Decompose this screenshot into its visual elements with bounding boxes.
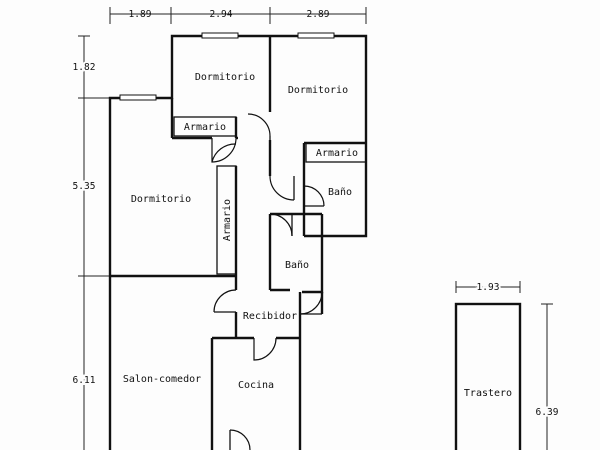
label-recibidor: Recibidor: [243, 311, 297, 322]
dormitorio-top-room: [170, 98, 238, 163]
dim-left-3: 6.11: [73, 375, 96, 386]
room-labels: Dormitorio Dormitorio Armario Armario Ba…: [123, 72, 512, 399]
dim-left-1: 1.82: [73, 62, 96, 73]
dim-trastero-height: 6.39: [536, 407, 559, 418]
dim-top-1: 1.89: [129, 9, 152, 20]
trastero-room: 1.93 6.39: [454, 280, 561, 450]
label-bano-upper: Baño: [328, 187, 352, 198]
door-dormitorio-right: [269, 175, 295, 201]
dim-trastero-width: 1.93: [477, 282, 500, 293]
armario-right-box: [305, 142, 367, 163]
label-dormitorio-right: Dormitorio: [288, 85, 348, 96]
label-dormitorio-left: Dormitorio: [131, 194, 191, 205]
window-dormitorio-left: [119, 94, 157, 101]
label-armario-vertical: Armario: [222, 199, 233, 241]
bano-upper-room: [302, 162, 325, 238]
door-dormitorio-top: [211, 137, 237, 163]
dormitorio-left-room: [110, 143, 238, 278]
windows: [119, 32, 335, 101]
label-trastero: Trastero: [464, 388, 512, 399]
label-cocina: Cocina: [238, 380, 274, 391]
window-dormitorio-right: [297, 32, 335, 39]
label-salon-comedor: Salon-comedor: [123, 374, 201, 385]
recibidor-room: [212, 276, 324, 361]
bano-lower-room: [268, 212, 324, 292]
label-dormitorio-top: Dormitorio: [195, 72, 255, 83]
dim-top-3: 2.89: [307, 9, 330, 20]
window-dormitorio-top: [201, 32, 239, 39]
dim-top-2: 2.94: [210, 9, 233, 20]
top-dimension-line: 1.89 2.94 2.89: [109, 7, 367, 24]
label-bano-lower: Baño: [285, 260, 309, 271]
door-cocina: [253, 337, 277, 361]
label-armario-top: Armario: [184, 122, 226, 133]
door-salon: [213, 289, 237, 313]
door-cocina-bottom: [229, 429, 251, 450]
cocina-room: [210, 338, 302, 450]
door-entrance: [299, 291, 323, 315]
door-corridor-top: [247, 113, 271, 137]
dim-left-2: 5.35: [73, 181, 96, 192]
label-armario-right: Armario: [316, 148, 358, 159]
door-dormitorio-left: [211, 143, 237, 163]
door-bano-upper: [303, 185, 325, 207]
left-dimension-line: 1.82 5.35 6.11: [71, 35, 110, 450]
dormitorio-right-room: [268, 140, 367, 201]
door-bano-lower: [269, 213, 293, 237]
armario-vertical-box: [216, 165, 237, 275]
